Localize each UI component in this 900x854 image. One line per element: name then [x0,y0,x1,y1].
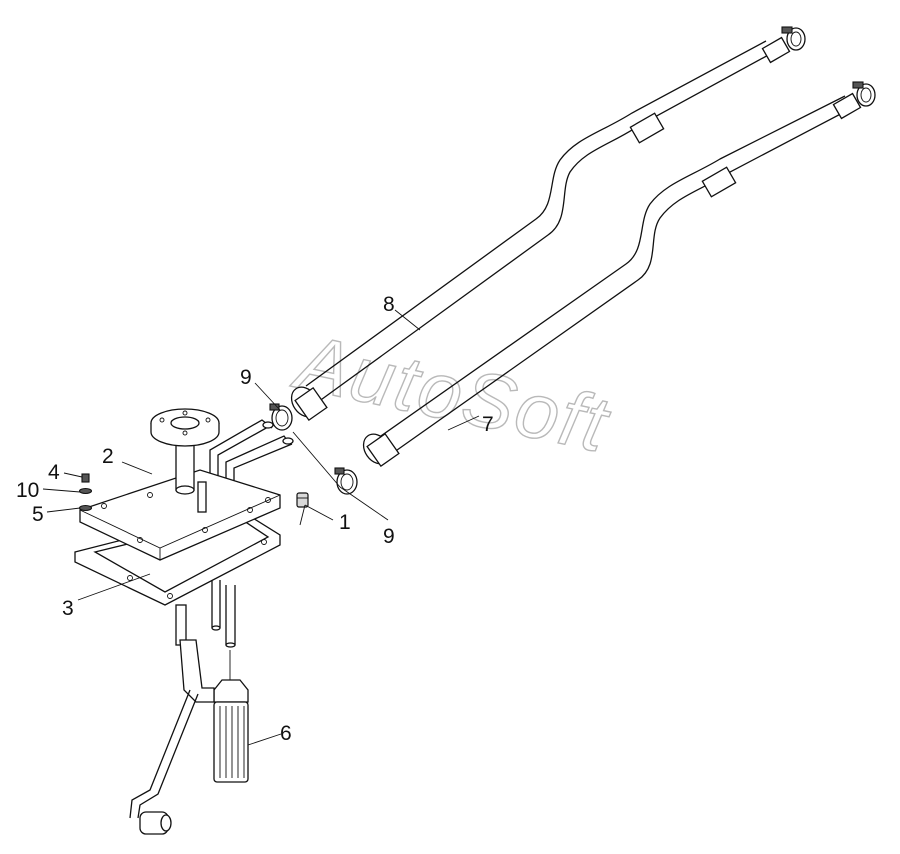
fitting-1 [296,492,309,508]
clamp-9-upper [269,403,293,431]
suction-pipes [211,580,236,648]
callout-8: 8 [383,293,395,316]
callout-2: 2 [102,445,114,468]
fastener-stack [78,473,93,512]
filter-6 [213,650,249,783]
callout-1: 1 [339,511,351,534]
lever-linkage [129,604,215,835]
callout-6: 6 [280,722,292,745]
standpipe-flange [150,408,220,513]
callout-9-lower: 9 [383,525,395,548]
watermark-text: AutoSoft [286,316,618,469]
callout-10: 10 [16,479,39,502]
hose-8 [290,26,806,422]
cover-plate-2 [79,469,281,561]
callout-7: 7 [482,413,494,436]
callout-5: 5 [32,503,44,526]
callout-4: 4 [48,461,60,484]
clamp-9-lower [334,467,358,495]
hose-7 [362,81,876,468]
callout-9-upper: 9 [240,366,252,389]
callout-3: 3 [62,597,74,620]
leader-lines [42,309,480,746]
